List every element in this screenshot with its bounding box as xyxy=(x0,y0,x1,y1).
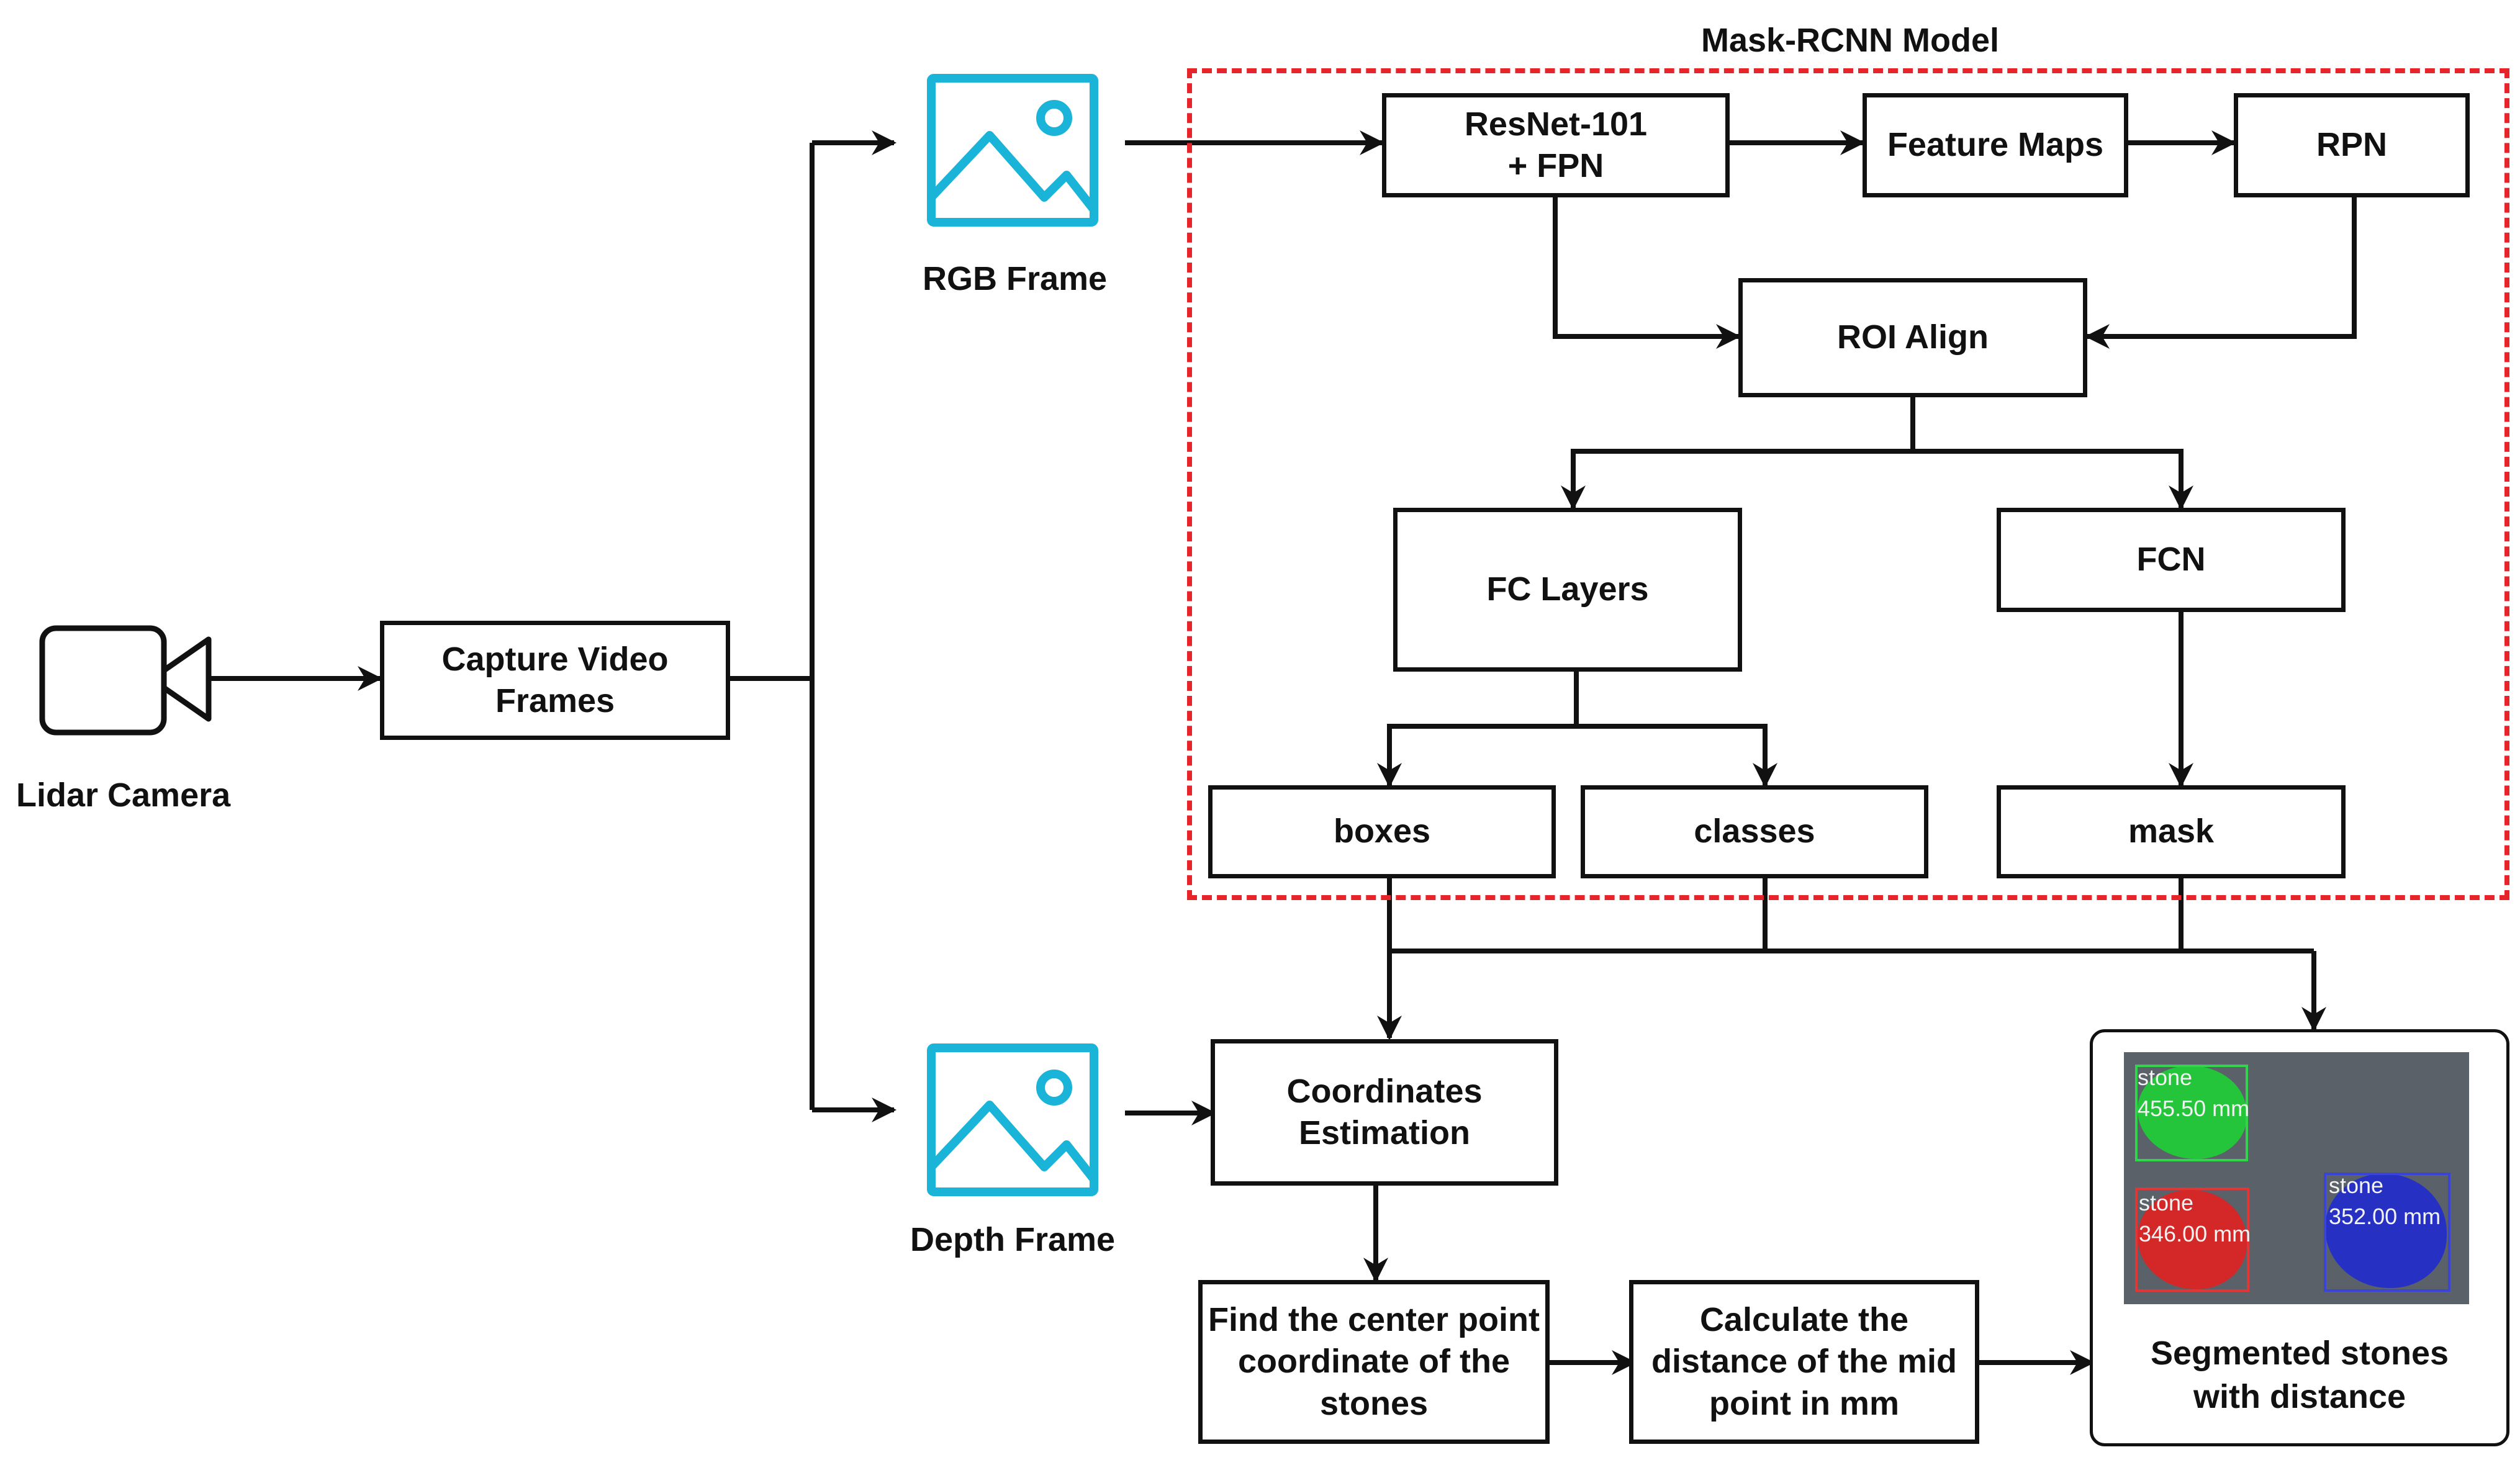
model-title: Mask-RCNN Model xyxy=(1701,22,2000,59)
rpn-box: RPN xyxy=(2234,93,2470,197)
result-line2: with distance xyxy=(2193,1378,2406,1416)
backbone-line1: ResNet-101 xyxy=(1464,105,1648,143)
distance-box: Calculate the distance of the mid point … xyxy=(1629,1280,1979,1444)
detection-label-red: stone xyxy=(2139,1190,2194,1215)
detection-box-red xyxy=(2135,1187,2249,1292)
rgb-frame-label: RGB Frame xyxy=(923,260,1108,297)
detection-box-blue xyxy=(2324,1173,2450,1292)
center-line3: stones xyxy=(1319,1384,1429,1422)
depth-frame-label: Depth Frame xyxy=(910,1221,1116,1258)
capture-line1: Capture Video xyxy=(441,640,669,678)
result-panel: stone 455.50 mm stone 346.00 mm stone 35… xyxy=(2090,1029,2509,1446)
edge-roi-to-fcn xyxy=(1913,449,2193,510)
fc-layers-box: FC Layers xyxy=(1393,508,1742,672)
distance-line2: distance of the mid xyxy=(1651,1343,1958,1381)
detection-box-green xyxy=(2135,1065,2248,1161)
edge-roi-to-fc xyxy=(1561,449,1913,510)
center-line2: coordinate of the xyxy=(1237,1343,1510,1381)
coords-estimation-box: Coordinates Estimation xyxy=(1211,1039,1558,1186)
classes-box: classes xyxy=(1581,785,1928,878)
detection-value-blue: 352.00 mm xyxy=(2329,1204,2441,1229)
mask-rcnn-region xyxy=(1187,68,2509,900)
backbone-box: ResNet-101 + FPN xyxy=(1382,93,1730,197)
edge-fc-to-boxes xyxy=(1377,724,1576,788)
edge-fc-to-classes xyxy=(1576,724,1777,788)
detection-label-green: stone xyxy=(2138,1065,2193,1090)
result-line1: Segmented stones xyxy=(2150,1335,2449,1372)
stone-red xyxy=(2138,1190,2247,1289)
detection-label-blue: stone xyxy=(2329,1173,2384,1198)
feature-maps-box: Feature Maps xyxy=(1863,93,2128,197)
distance-line3: point in mm xyxy=(1709,1384,1899,1422)
coords-line2: Estimation xyxy=(1298,1114,1471,1151)
depth-image-icon xyxy=(927,1043,1098,1196)
stone-green xyxy=(2138,1066,2247,1159)
fcn-box: FCN xyxy=(1997,508,2346,612)
capture-line2: Frames xyxy=(495,682,615,719)
distance-line1: Calculate the xyxy=(1699,1300,1909,1338)
edge-rpn-to-roi xyxy=(2085,195,2357,349)
center-point-box: Find the center point coordinate of the … xyxy=(1198,1280,1550,1444)
rgb-image-icon xyxy=(927,74,1098,227)
result-caption: Segmented stones with distance xyxy=(2093,1332,2506,1418)
detection-value-red: 346.00 mm xyxy=(2139,1221,2251,1246)
camera-icon xyxy=(39,625,212,736)
coords-line1: Coordinates xyxy=(1286,1072,1483,1110)
edge-backbone-to-roi xyxy=(1553,195,1741,349)
capture-frames-box: Capture Video Frames xyxy=(380,621,730,740)
backbone-line2: + FPN xyxy=(1507,147,1604,184)
segmented-stones-image: stone 455.50 mm stone 346.00 mm stone 35… xyxy=(2124,1052,2469,1304)
roi-align-box: ROI Align xyxy=(1738,278,2087,397)
detection-value-green: 455.50 mm xyxy=(2138,1096,2250,1121)
mask-box: mask xyxy=(1997,785,2346,878)
stone-blue xyxy=(2325,1174,2447,1288)
boxes-box: boxes xyxy=(1208,785,1556,878)
camera-label: Lidar Camera xyxy=(16,777,231,814)
center-line1: Find the center point xyxy=(1208,1300,1540,1338)
